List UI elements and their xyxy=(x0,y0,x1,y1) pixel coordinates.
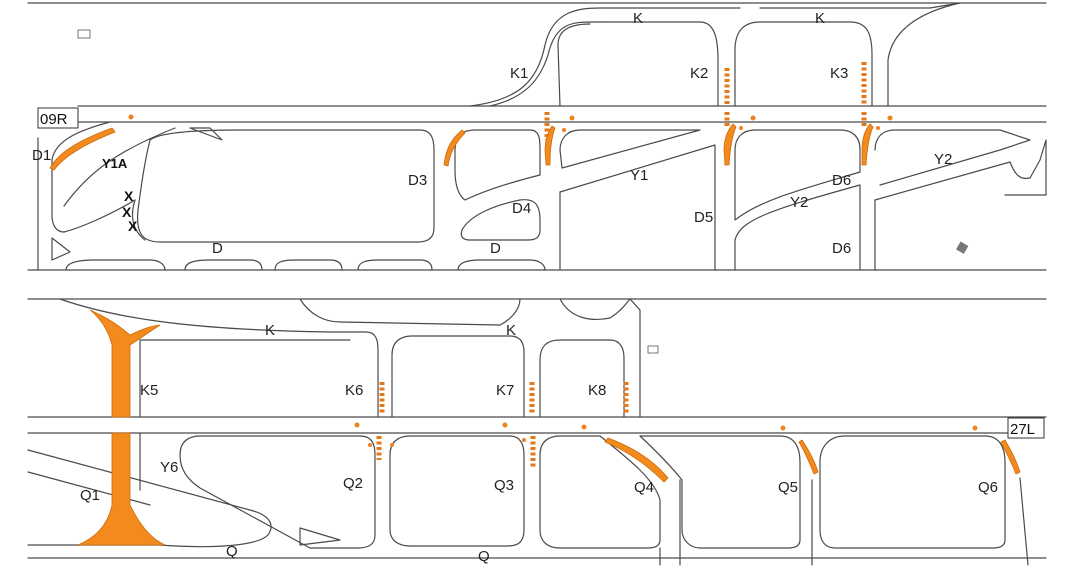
taxiway-d-west xyxy=(37,121,546,271)
label-d3: D3 xyxy=(408,172,427,189)
top-highlights xyxy=(49,62,893,171)
runway-bottom xyxy=(27,416,1047,434)
taxiway-q-west xyxy=(27,432,1047,566)
taxiway-k-top xyxy=(469,2,961,107)
runway-09r-box xyxy=(37,107,79,129)
runway-top xyxy=(77,105,1047,123)
label-q4: Q4 xyxy=(634,479,654,496)
label-k5: K5 xyxy=(140,382,158,399)
label-q-right: Q xyxy=(478,548,490,565)
label-y1a: Y1A xyxy=(102,156,128,171)
q1-highlight xyxy=(77,432,166,546)
label-k-bottom-right: K xyxy=(506,322,516,339)
label-q1: Q1 xyxy=(80,487,100,504)
label-q-left: Q xyxy=(226,543,238,560)
label-k1: K1 xyxy=(510,65,528,82)
label-d6-upper: D6 xyxy=(832,172,851,189)
closure-mark-2: X xyxy=(122,204,132,220)
label-q6: Q6 xyxy=(978,479,998,496)
label-q2: Q2 xyxy=(343,475,363,492)
building-icon-bottom xyxy=(647,345,659,354)
structure-icon xyxy=(956,241,969,254)
label-d4: D4 xyxy=(512,200,531,217)
runway-27l-label: 27L xyxy=(1010,421,1035,438)
q5-highlight xyxy=(798,439,819,475)
label-d6-lower: D6 xyxy=(832,240,851,257)
label-y1: Y1 xyxy=(630,167,648,184)
q4-highlight xyxy=(604,437,669,483)
q6-highlight xyxy=(1000,439,1021,475)
k5-highlight xyxy=(89,309,161,418)
runway-09r-label: 09R xyxy=(40,111,68,128)
d3-highlight xyxy=(443,129,466,167)
bottom-highlights xyxy=(77,309,1021,546)
label-q5: Q5 xyxy=(778,479,798,496)
label-d1: D1 xyxy=(32,147,51,164)
label-y2-lower: Y2 xyxy=(790,194,808,211)
building-icon xyxy=(77,29,91,39)
label-k6: K6 xyxy=(345,382,363,399)
label-q3: Q3 xyxy=(494,477,514,494)
bottom-panel: 27L K K K5 K6 K7 K8 Y6 Q1 Q2 Q3 Q4 Q5 Q6… xyxy=(27,298,1047,566)
label-k2: K2 xyxy=(690,65,708,82)
label-y6: Y6 xyxy=(160,459,178,476)
label-k-bottom-left: K xyxy=(265,322,275,339)
label-d-right: D xyxy=(490,240,501,257)
label-k8: K8 xyxy=(588,382,606,399)
taxiway-k-bottom xyxy=(59,298,641,418)
d1-highlight xyxy=(49,127,116,171)
closure-mark-3: X xyxy=(128,218,138,234)
top-panel: 09R K K K1 K2 K3 D1 Y1A X X X D3 D4 Y1 D… xyxy=(27,2,1047,271)
runway-27l-box xyxy=(1007,417,1045,439)
label-k-top-right: K xyxy=(815,10,825,27)
label-k7: K7 xyxy=(496,382,514,399)
label-d-left: D xyxy=(212,240,223,257)
closure-mark-1: X xyxy=(124,188,134,204)
label-k-top-left: K xyxy=(633,10,643,27)
label-d5: D5 xyxy=(694,209,713,226)
label-y2-upper: Y2 xyxy=(934,151,952,168)
label-k3: K3 xyxy=(830,65,848,82)
taxiway-d3-d4 xyxy=(454,129,1047,271)
